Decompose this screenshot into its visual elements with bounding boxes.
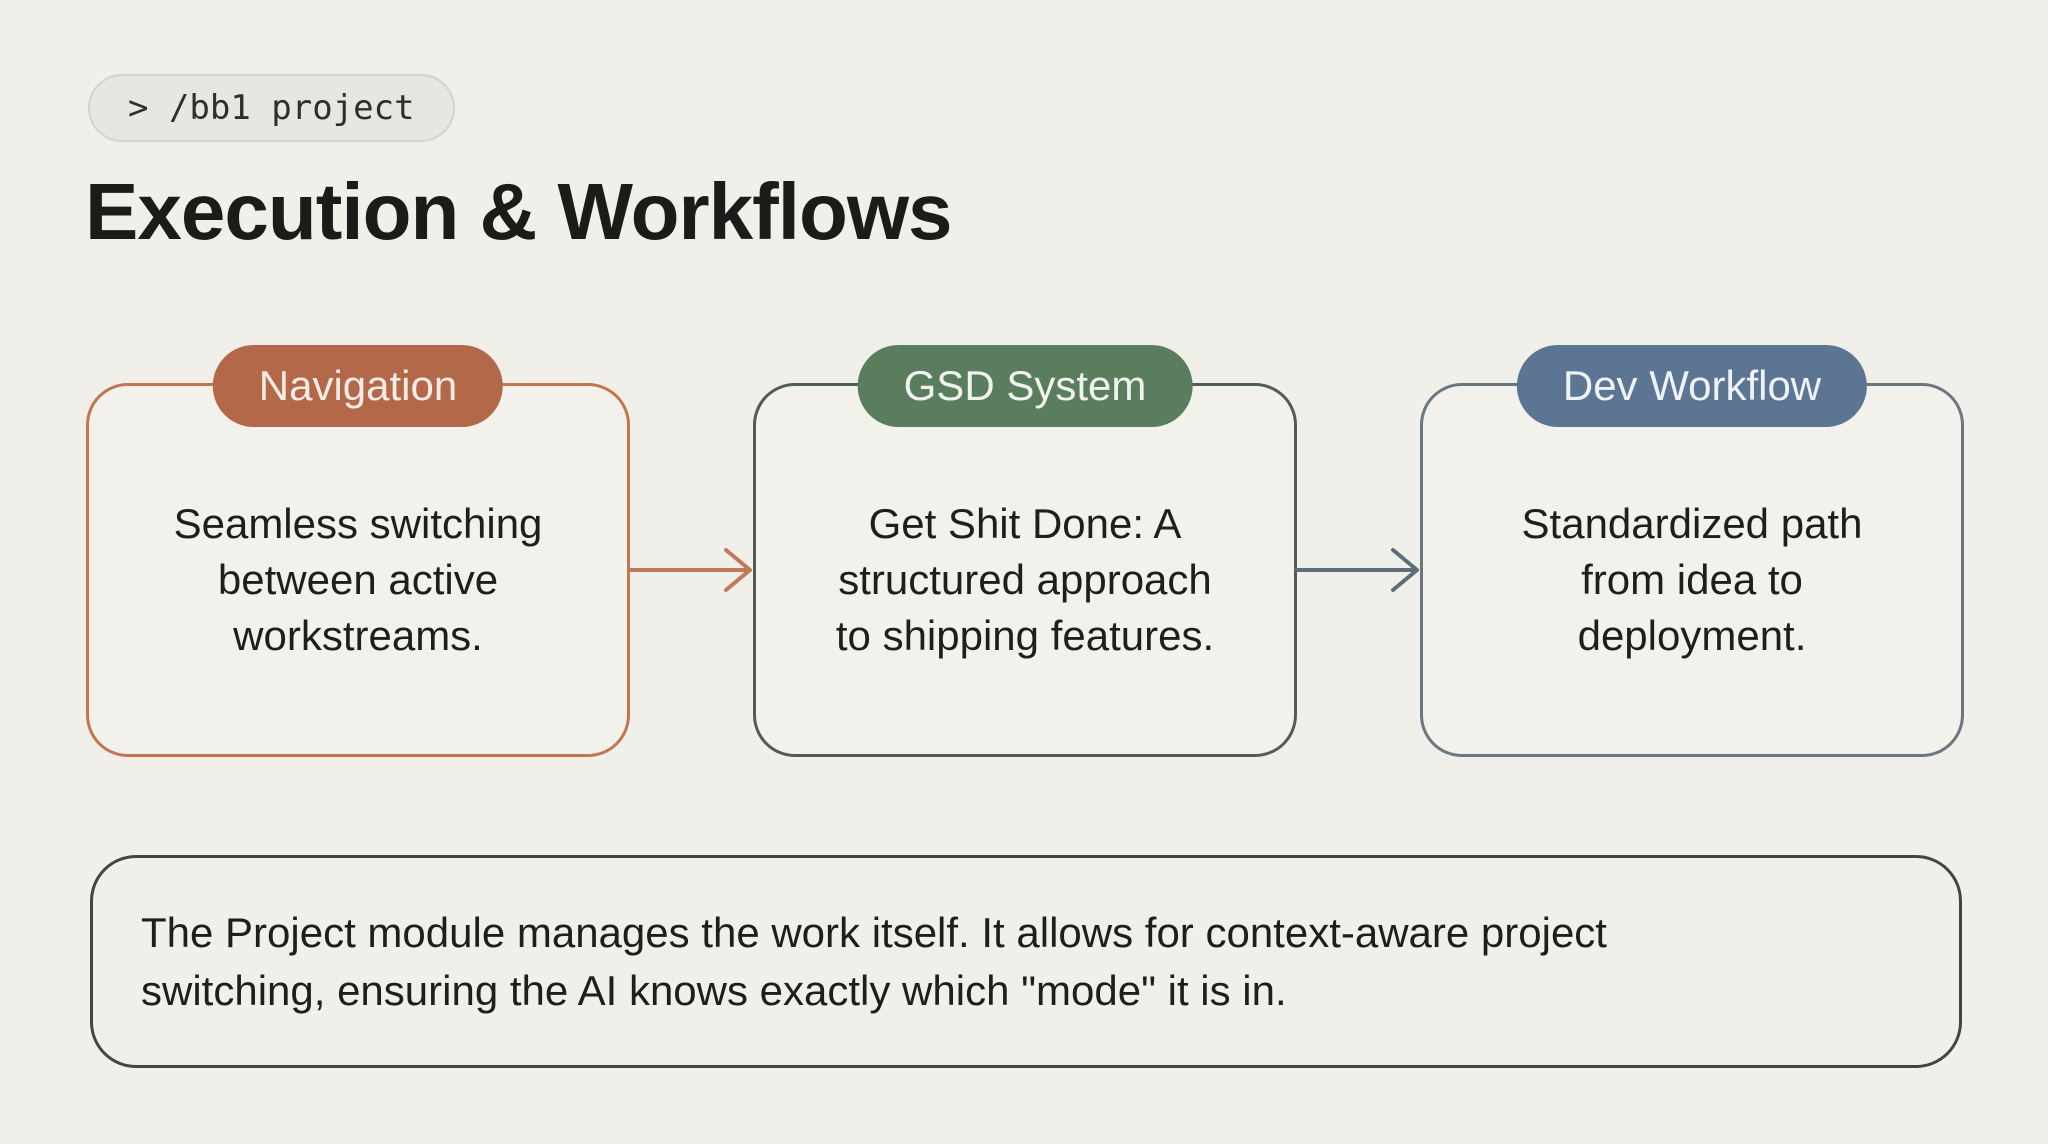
arrow-right-icon (628, 548, 752, 592)
pill-gsd-system: GSD System (857, 345, 1193, 427)
card-dev-workflow-description: Standardized path from idea to deploymen… (1521, 500, 1863, 659)
card-gsd-system: GSD System Get Shit Done: A structured a… (753, 345, 1297, 757)
command-badge: > /bb1 project (88, 74, 455, 142)
card-navigation-description: Seamless switching between active workst… (173, 500, 543, 659)
summary-note: The Project module manages the work itse… (90, 855, 1962, 1068)
pill-dev-workflow: Dev Workflow (1516, 345, 1868, 427)
card-dev-workflow: Dev Workflow Standardized path from idea… (1420, 345, 1964, 757)
page-title: Execution & Workflows (85, 167, 953, 256)
card-gsd-system-description: Get Shit Done: A structured approach to … (835, 500, 1215, 659)
command-badge-text: > /bb1 project (128, 88, 415, 128)
summary-note-line-1: The Project module manages the work itse… (141, 909, 1607, 957)
pill-navigation: Navigation (212, 345, 504, 427)
arrow-right-icon (1295, 548, 1419, 592)
summary-note-line-2: switching, ensuring the AI knows exactly… (141, 966, 1287, 1014)
card-navigation: Navigation Seamless switching between ac… (86, 345, 630, 757)
